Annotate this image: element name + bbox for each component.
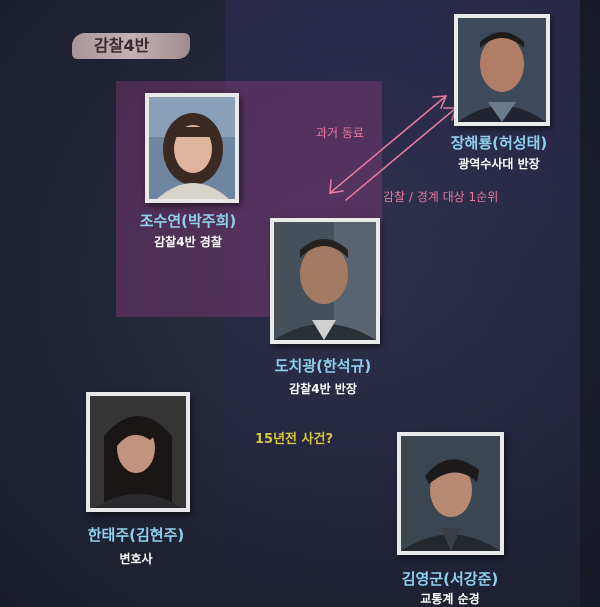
background-edge (580, 0, 600, 607)
group-label-tag: 감찰4반 (72, 33, 190, 59)
character-role-do: 감찰4반 반장 (289, 382, 357, 396)
event-label: 15년전 사건? (255, 432, 333, 447)
character-role-kim: 교통계 순경 (420, 592, 480, 606)
relation-label-past-colleague: 과거 동료 (316, 126, 364, 140)
character-name-jang: 장해룡(허성태) (450, 134, 548, 152)
character-role-han: 변호사 (119, 552, 153, 566)
character-name-han: 한태주(김현주) (87, 526, 185, 544)
portrait-do (270, 218, 380, 344)
portrait-han (86, 392, 190, 512)
portrait-jang (454, 14, 550, 126)
relation-label-inspection: 감찰 / 경계 대상 1순위 (383, 190, 499, 204)
character-name-do: 도치광(한석규) (274, 357, 372, 375)
character-name-jo: 조수연(박주희) (139, 212, 237, 230)
portrait-kim (397, 432, 504, 555)
character-role-jo: 감찰4반 경찰 (154, 235, 222, 249)
character-name-kim: 김영군(서강준) (401, 570, 499, 588)
character-role-jang: 광역수사대 반장 (458, 157, 540, 171)
portrait-jo (145, 93, 239, 203)
